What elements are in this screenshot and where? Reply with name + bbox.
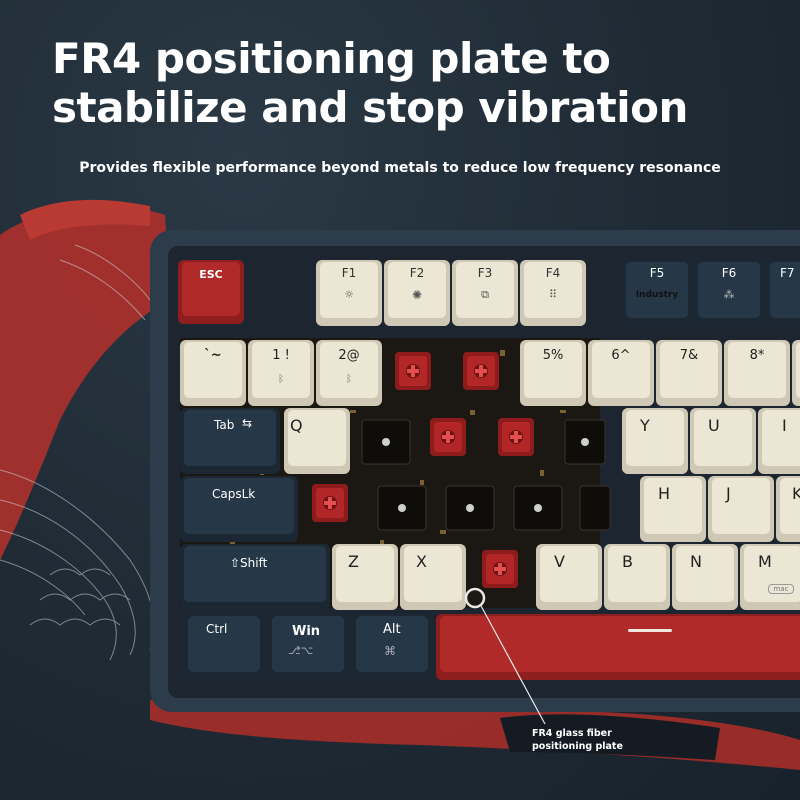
key-x[interactable]: X: [416, 552, 427, 571]
launchpad-icon: ⠿: [548, 288, 558, 301]
key-m[interactable]: M: [758, 552, 772, 571]
keyboard-light-icon: ⁂: [723, 288, 735, 301]
option-icon: ⎇⌥: [288, 644, 314, 657]
key-1[interactable]: 1 !: [272, 348, 290, 363]
dragon-scale-pattern: [0, 244, 155, 661]
key-h[interactable]: H: [658, 484, 671, 503]
key-shift[interactable]: ⇧Shift: [230, 556, 268, 570]
keycaps: [178, 260, 800, 680]
callout-pointer-line: [479, 603, 546, 725]
key-f2[interactable]: F2: [409, 266, 425, 280]
red-brush-stroke-left: [0, 206, 170, 560]
key-8[interactable]: 8*: [749, 348, 765, 363]
tab-arrows-icon: ⇆: [242, 416, 253, 430]
callout-line-1: FR4 glass fiber: [532, 728, 612, 739]
red-switches: [312, 352, 534, 588]
key-q[interactable]: Q: [290, 416, 303, 435]
key-7[interactable]: 7&: [679, 348, 699, 363]
brightness-down-icon: ☼: [344, 288, 354, 301]
key-u[interactable]: U: [708, 416, 720, 435]
key-tab[interactable]: Tab: [214, 418, 235, 432]
key-f5-sub: Industry: [635, 290, 679, 300]
command-icon: ⌘: [384, 644, 396, 658]
key-n[interactable]: N: [690, 552, 702, 571]
bluetooth-2-icon: ᛒ: [346, 374, 352, 385]
key-f7[interactable]: F7: [780, 266, 795, 280]
socket-holes: [382, 438, 589, 512]
key-tilde[interactable]: `~: [204, 348, 222, 363]
key-v[interactable]: V: [554, 552, 565, 571]
callout-label: FR4 glass fiber positioning plate: [532, 727, 672, 753]
key-k[interactable]: K: [792, 484, 800, 503]
headline: FR4 positioning plate to stabilize and s…: [52, 34, 688, 132]
key-6[interactable]: 6^: [611, 348, 631, 363]
key-alt[interactable]: Alt: [383, 622, 401, 637]
mission-control-icon: ⧉: [481, 288, 489, 301]
dark-brush-stroke: [500, 714, 720, 760]
key-y[interactable]: Y: [640, 416, 650, 435]
key-caps[interactable]: CapsLk: [212, 487, 256, 501]
key-5[interactable]: 5%: [542, 348, 564, 363]
key-b[interactable]: B: [622, 552, 633, 571]
key-z[interactable]: Z: [348, 552, 359, 571]
subheadline: Provides flexible performance beyond met…: [79, 160, 721, 176]
callout-pointer-ring: [464, 587, 486, 609]
key-f1[interactable]: F1: [341, 266, 357, 280]
key-ctrl[interactable]: Ctrl: [206, 622, 228, 636]
key-i[interactable]: I: [782, 416, 787, 435]
key-f3[interactable]: F3: [477, 266, 493, 280]
bluetooth-1-icon: ᛒ: [278, 374, 284, 385]
key-j[interactable]: J: [726, 484, 731, 503]
red-brush-stroke-top: [20, 199, 150, 240]
key-f5[interactable]: F5: [649, 266, 665, 280]
brightness-up-icon: ✺: [411, 288, 423, 302]
key-m-sub: mac: [768, 584, 794, 594]
key-f4[interactable]: F4: [545, 266, 561, 280]
key-esc[interactable]: ESC: [199, 268, 223, 281]
key-win[interactable]: Win: [292, 624, 321, 639]
key-f6[interactable]: F6: [721, 266, 737, 280]
key-2[interactable]: 2@: [338, 348, 360, 363]
callout-line-2: positioning plate: [532, 741, 623, 752]
